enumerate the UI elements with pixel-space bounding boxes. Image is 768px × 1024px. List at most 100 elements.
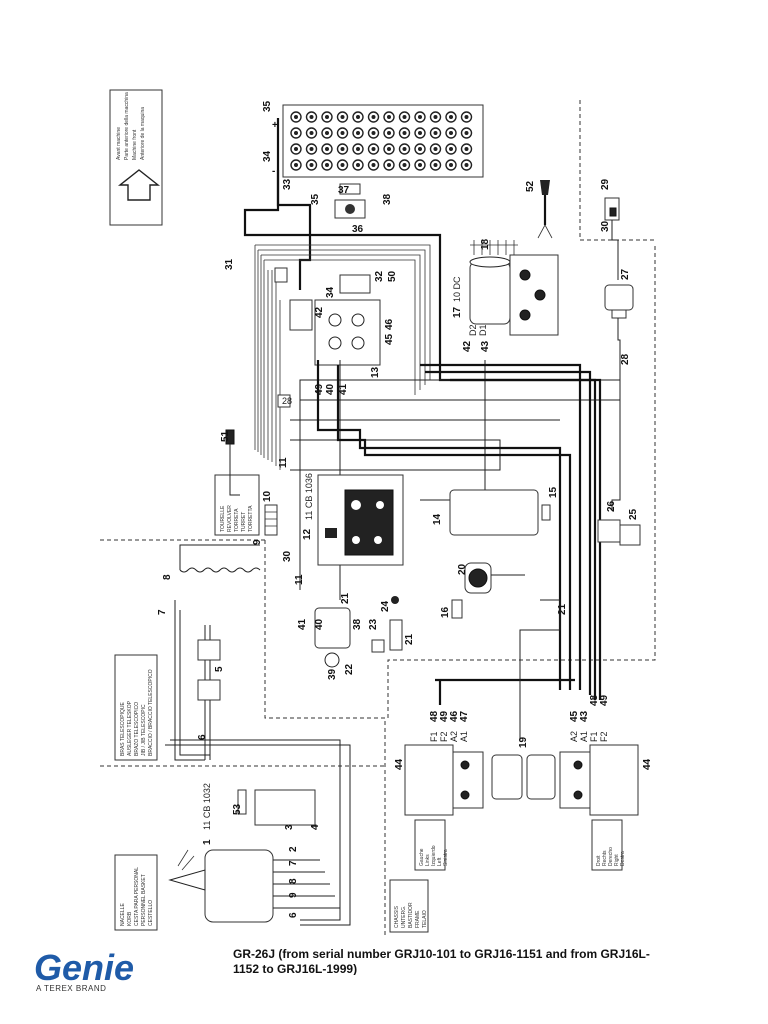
ref-30-top: 30 xyxy=(600,220,611,232)
battery-post xyxy=(418,147,422,151)
battery-post xyxy=(418,115,422,119)
ref-49-mid: 49 xyxy=(314,383,325,395)
lift-valve-assembly xyxy=(314,596,403,668)
svg-text:Destra: Destra xyxy=(620,851,626,866)
ref-50: 50 xyxy=(387,270,398,282)
battery-post xyxy=(294,131,298,135)
ref-8: 8 xyxy=(162,574,173,580)
svg-text:FRAME: FRAME xyxy=(415,910,421,928)
battery-post xyxy=(387,115,391,119)
ref-39: 39 xyxy=(327,668,338,680)
drive-cable xyxy=(420,363,582,690)
ref-34-mid: 34 xyxy=(325,286,336,298)
ref-15: 15 xyxy=(548,486,559,498)
ref-11-mid: 11 xyxy=(278,457,289,468)
ref-51: 51 xyxy=(220,430,231,442)
ground-control-panel xyxy=(317,474,404,566)
drive-controller xyxy=(451,562,525,619)
turntable-box xyxy=(214,474,260,536)
machine-front-text: Avant machine Parte anteriore della macc… xyxy=(116,92,146,160)
terminal-d2: D2 xyxy=(468,324,478,336)
ref-44-right: 44 xyxy=(642,758,653,770)
ref-48: 48 xyxy=(429,710,440,722)
battery-post xyxy=(433,115,438,119)
svg-text:CESTA PARA PERSONAL: CESTA PARA PERSONAL xyxy=(134,867,140,926)
chassis-box xyxy=(389,879,429,933)
terminal-a1-left: A1 xyxy=(459,731,469,742)
pressure-sensor xyxy=(597,519,641,546)
ref-19: 19 xyxy=(518,736,529,748)
brand-subtitle: A TEREX BRAND xyxy=(36,984,107,993)
ref-35-top: 35 xyxy=(262,100,273,112)
drive-cable xyxy=(450,378,602,700)
battery-post xyxy=(402,147,407,151)
ref-43: 43 xyxy=(480,340,491,352)
ref-38-low: 38 xyxy=(352,618,363,630)
ref-5: 5 xyxy=(214,666,225,672)
battery-post xyxy=(464,131,469,135)
svg-text:Rechts: Rechts xyxy=(602,850,608,866)
ref-37: 37 xyxy=(338,185,350,196)
ref-3: 3 xyxy=(284,824,295,830)
svg-text:UNTERG.: UNTERG. xyxy=(401,906,407,929)
ref-30: 30 xyxy=(282,550,293,562)
battery-post xyxy=(387,163,391,167)
ref-7-basket: 7 xyxy=(288,860,299,866)
battery-post xyxy=(325,115,329,119)
battery-post xyxy=(309,147,314,151)
svg-text:CESTELLO: CESTELLO xyxy=(148,900,154,926)
battery-post xyxy=(449,115,453,119)
ref-21-mid: 21 xyxy=(340,592,351,604)
svg-text:TORRETA: TORRETA xyxy=(234,508,240,532)
ref-35: 35 xyxy=(310,193,321,205)
ref-20: 20 xyxy=(457,563,468,575)
ref-25: 25 xyxy=(628,508,639,520)
battery-post xyxy=(356,115,360,119)
motor-right-box xyxy=(591,819,623,871)
svg-text:Links: Links xyxy=(425,854,431,866)
ref-14: 14 xyxy=(432,513,443,525)
ref-42-mid: 42 xyxy=(314,306,325,318)
svg-text:BRAZO TELESCOPICO: BRAZO TELESCOPICO xyxy=(134,702,140,756)
tilt-sensor xyxy=(604,197,620,221)
battery-post xyxy=(387,147,391,151)
drive-cable xyxy=(425,370,592,695)
terminal-a2-right: A2 xyxy=(569,731,579,742)
battery-post xyxy=(371,115,376,119)
terminal-a2-left: A2 xyxy=(449,731,459,742)
svg-text:BRAS TELESCOPIQUE: BRAS TELESCOPIQUE xyxy=(120,702,126,756)
svg-text:Machine front: Machine front xyxy=(132,129,138,160)
ref-45-mid: 45 xyxy=(384,333,395,345)
svg-text:Right: Right xyxy=(614,854,620,866)
pump-code: 10 DC xyxy=(452,276,462,302)
battery-post xyxy=(449,131,453,135)
battery-post xyxy=(340,131,345,135)
basket-text: NACELLE KORB CESTA PARA PERSONAL PERSONN… xyxy=(120,867,154,926)
svg-text:AUSLEGER TELESKOP: AUSLEGER TELESKOP xyxy=(127,700,133,756)
jib-harness xyxy=(165,600,351,926)
svg-text:Anteriore de la maquina: Anteriore de la maquina xyxy=(140,107,146,160)
limit-switch xyxy=(604,284,634,319)
ref-32: 32 xyxy=(374,270,385,282)
battery-post xyxy=(309,131,314,135)
ref-41: 41 xyxy=(297,618,308,630)
wire-21 xyxy=(519,599,561,740)
svg-text:TORRETTA: TORRETTA xyxy=(248,505,254,532)
svg-text:Parte anteriore della macchina: Parte anteriore della macchina xyxy=(124,92,130,160)
battery-post xyxy=(371,147,376,151)
battery-post xyxy=(418,163,422,167)
tilt-wire xyxy=(611,220,619,280)
ref-1: 1 xyxy=(202,839,213,845)
ref-26: 26 xyxy=(606,500,617,512)
battery-bank xyxy=(282,104,484,178)
battery-post xyxy=(309,115,314,119)
svg-text:Sinistra: Sinistra xyxy=(443,849,449,866)
ref-29: 29 xyxy=(600,178,611,190)
ref-4: 4 xyxy=(310,824,321,830)
battery-post xyxy=(325,163,329,167)
ctrl-box-code: 11 CB 1032 xyxy=(202,783,212,830)
svg-text:TELAIO: TELAIO xyxy=(422,910,428,928)
ref-6: 6 xyxy=(197,734,208,740)
label-28: 28 xyxy=(282,396,292,406)
battery-post xyxy=(340,115,345,119)
